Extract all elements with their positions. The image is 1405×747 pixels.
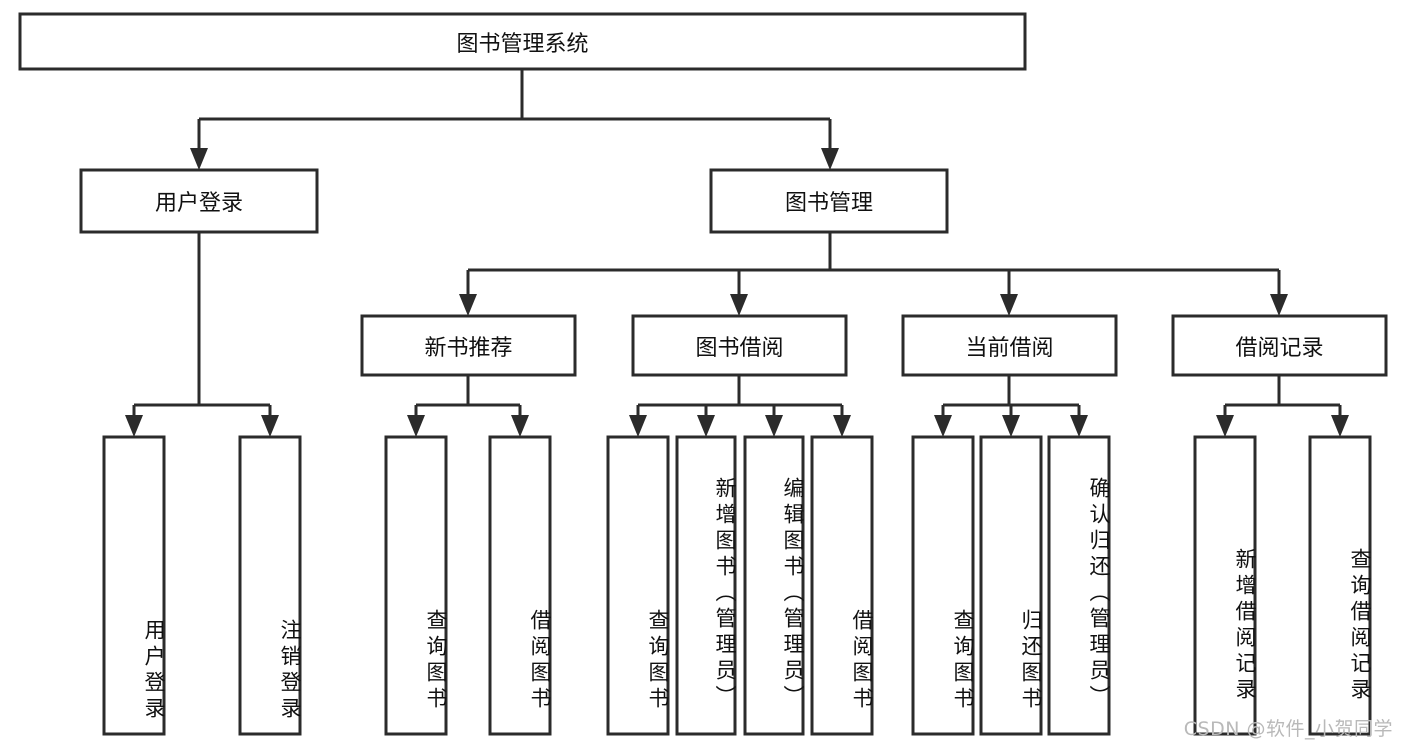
- node-borrow-record-rect[interactable]: [1171, 314, 1388, 377]
- connector-group-user-login: [125, 232, 279, 437]
- leaf-borrow-book-4-rect[interactable]: [810, 435, 874, 736]
- leaf-borrow-book-3-rect[interactable]: [743, 435, 805, 736]
- leaf-current-borrow-1-rect[interactable]: [911, 435, 975, 736]
- arrow-user-leaf1-icon: [125, 415, 143, 437]
- leaf-new-book-1-rect[interactable]: [384, 435, 448, 736]
- node-root-rect[interactable]: [18, 12, 1027, 71]
- arrow-books-to-c4-icon: [1270, 294, 1288, 316]
- leaf-user-login-1-rect[interactable]: [102, 435, 166, 736]
- node-current-borrow-rect[interactable]: [901, 314, 1118, 377]
- arrow-newbook-l1-icon: [407, 415, 425, 437]
- leaf-borrow-book-2-rect[interactable]: [675, 435, 737, 736]
- arrow-books-to-c1-icon: [459, 294, 477, 316]
- leaf-user-login-2-rect[interactable]: [238, 435, 302, 736]
- leaf-borrow-record-1-rect[interactable]: [1193, 435, 1257, 736]
- arrow-borrowbook-l4-icon: [833, 415, 851, 437]
- arrow-newbook-l2-icon: [511, 415, 529, 437]
- connector-group-book-mgmt: [459, 232, 1288, 316]
- leaf-borrow-record-2-rect[interactable]: [1308, 435, 1372, 736]
- arrow-user-leaf2-icon: [261, 415, 279, 437]
- arrow-root-to-user-icon: [190, 148, 208, 170]
- arrow-current-l3-icon: [1070, 415, 1088, 437]
- arrow-borrowbook-l3-icon: [765, 415, 783, 437]
- node-borrow-book-rect[interactable]: [631, 314, 848, 377]
- arrow-record-l1-icon: [1216, 415, 1234, 437]
- arrow-record-l2-icon: [1331, 415, 1349, 437]
- leaf-current-borrow-3-rect[interactable]: [1047, 435, 1111, 736]
- arrow-books-to-c2-icon: [730, 294, 748, 316]
- connector-group-root: [190, 69, 839, 170]
- connector-group-new-book: [407, 375, 529, 437]
- arrow-current-l2-icon: [1002, 415, 1020, 437]
- arrow-borrowbook-l2-icon: [697, 415, 715, 437]
- leaf-new-book-2-rect[interactable]: [488, 435, 552, 736]
- arrow-root-to-books-icon: [821, 148, 839, 170]
- arrow-current-l1-icon: [934, 415, 952, 437]
- connector-group-current-borrow: [934, 375, 1088, 437]
- connector-group-borrow-record: [1216, 375, 1349, 437]
- leaf-borrow-book-1-rect[interactable]: [606, 435, 670, 736]
- node-new-book-rect[interactable]: [360, 314, 577, 377]
- arrow-borrowbook-l1-icon: [629, 415, 647, 437]
- arrow-books-to-c3-icon: [1000, 294, 1018, 316]
- connector-group-borrow-book: [629, 375, 851, 437]
- node-book-mgmt-rect[interactable]: [709, 168, 949, 234]
- leaf-current-borrow-2-rect[interactable]: [979, 435, 1043, 736]
- node-user-login-rect[interactable]: [79, 168, 319, 234]
